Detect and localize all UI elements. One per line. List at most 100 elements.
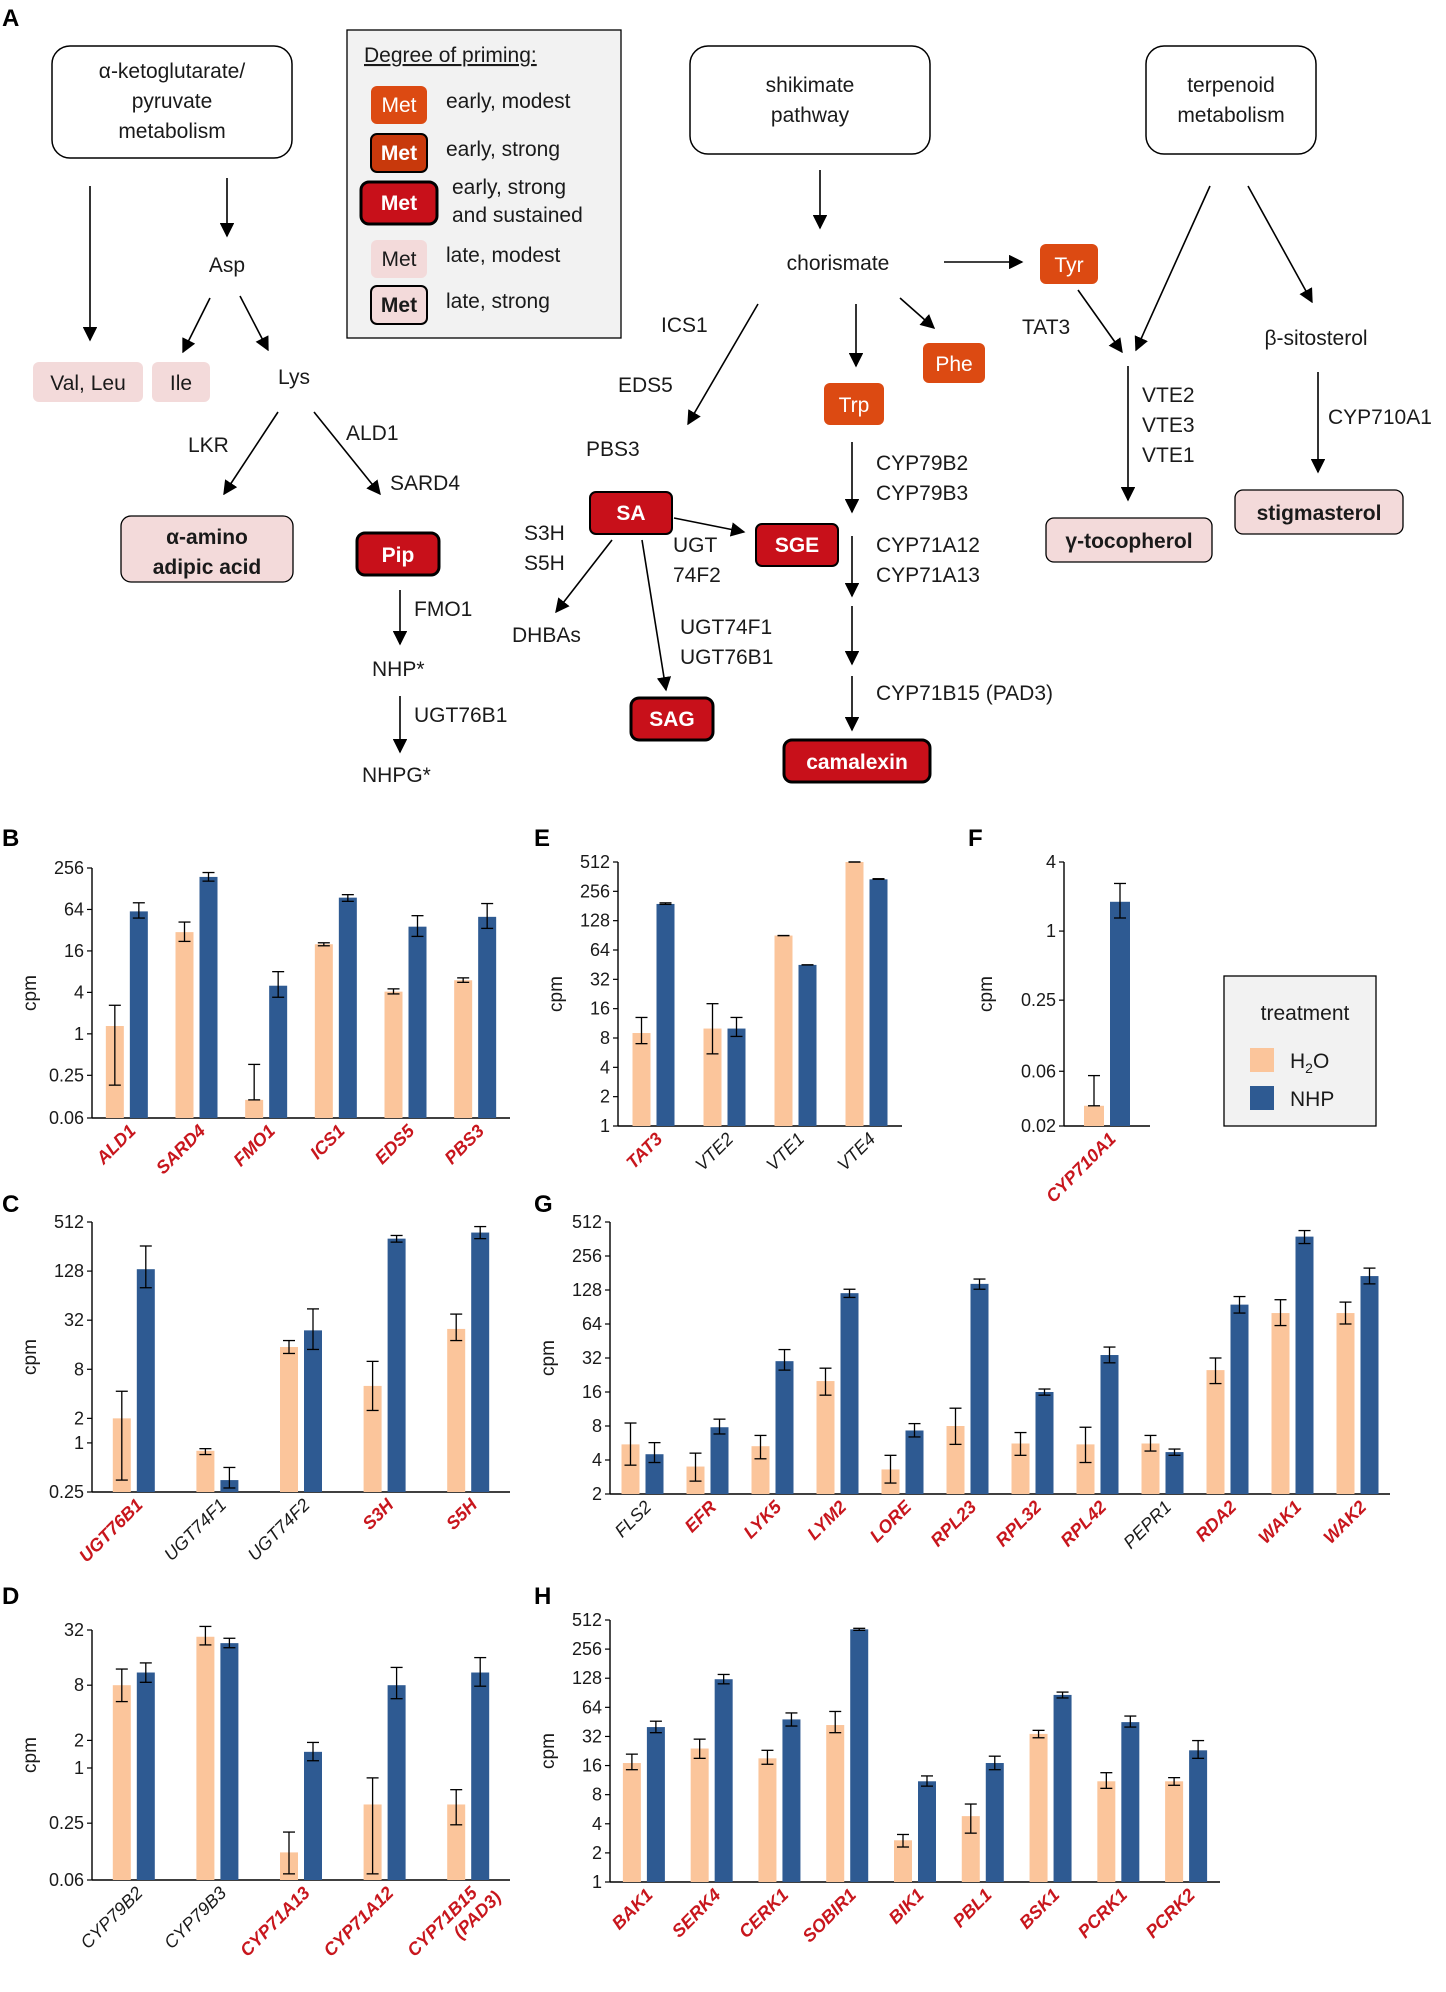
bar-nhp	[714, 1679, 733, 1882]
category-label: CERK1	[735, 1885, 792, 1942]
metabolite-box-tocopherol	[1045, 517, 1213, 563]
panel-letter-f: F	[968, 825, 983, 852]
y-tick-label: 2	[592, 1843, 602, 1863]
metabolite-sitosterol: β-sitosterol	[1264, 327, 1367, 350]
bar-nhp	[408, 926, 427, 1118]
y-tick-label: 4	[1046, 852, 1056, 872]
y-axis-label: cpm	[976, 976, 997, 1012]
bar-nhp	[1165, 1452, 1184, 1494]
bar-h2o	[112, 1685, 131, 1880]
enzyme-ald1: ALD1	[346, 422, 399, 445]
category-label: VTE4	[833, 1129, 879, 1175]
y-tick-label: 0.06	[1021, 1061, 1056, 1081]
bar-h2o	[632, 1033, 651, 1126]
category-label: LORE	[866, 1496, 916, 1546]
bar-h2o	[946, 1426, 965, 1494]
y-tick-label: 1	[74, 1433, 84, 1453]
bar-h2o	[826, 1725, 845, 1882]
enzyme-pbs3: PBS3	[586, 438, 640, 461]
category-label: CYP71A13	[236, 1883, 314, 1961]
y-tick-label: 1	[74, 1024, 84, 1044]
panel-letter-b: B	[2, 825, 19, 852]
category-label: PCRK1	[1074, 1885, 1131, 1942]
bar-h2o	[447, 1328, 466, 1492]
bar-nhp	[850, 1629, 869, 1882]
y-tick-label: 256	[580, 881, 610, 901]
lysine-pathway: Asp Val, Leu Ile Lys LKR ALD1 SARD4 α-am…	[33, 178, 507, 787]
panel-letter-h: H	[534, 1583, 551, 1610]
bar-nhp	[798, 964, 817, 1126]
bar-nhp	[1110, 901, 1130, 1126]
y-tick-label: 64	[582, 1314, 602, 1334]
metabolite-trp: Trp	[839, 394, 870, 417]
metabolite-sa: SA	[616, 502, 645, 525]
enzyme-ugt76b1-b: UGT76B1	[680, 646, 773, 669]
category-label: CYP71B15(PAD3)	[403, 1873, 505, 1975]
bar-h2o	[1271, 1313, 1290, 1494]
box-shikimate-line1: shikimate	[766, 74, 855, 97]
bar-nhp	[646, 1727, 665, 1882]
category-label: EDS5	[371, 1120, 419, 1168]
y-tick-label: 8	[74, 1359, 84, 1379]
bar-h2o	[175, 932, 194, 1118]
metabolite-pip: Pip	[382, 544, 415, 567]
metabolite-nhp: NHP*	[372, 658, 425, 681]
enzyme-ugt74f1: UGT74F1	[680, 616, 772, 639]
priming-badge-text: Met	[381, 142, 417, 165]
y-tick-label: 16	[582, 1382, 602, 1402]
priming-label-sustained-2: and sustained	[452, 204, 583, 227]
box-terpenoid-line1: terpenoid	[1187, 74, 1275, 97]
priming-badge-text: Met	[381, 294, 417, 317]
category-label: VTE2	[691, 1129, 737, 1175]
category-label: BSK1	[1015, 1885, 1063, 1933]
y-tick-label: 128	[572, 1668, 602, 1688]
bar-h2o	[454, 980, 473, 1118]
box-akg-line1: α-ketoglutarate/	[99, 60, 246, 83]
y-tick-label: 0.02	[1021, 1116, 1056, 1136]
metabolite-aaa-line1: α-amino	[166, 526, 248, 549]
y-tick-label: 32	[64, 1310, 84, 1330]
metabolite-stigmasterol: stigmasterol	[1257, 502, 1382, 525]
category-label: TAT3	[622, 1129, 666, 1173]
enzyme-cyp71b15: CYP71B15 (PAD3)	[876, 682, 1053, 705]
metabolite-box-stigmasterol	[1234, 489, 1404, 535]
bar-h2o	[1011, 1443, 1030, 1494]
panel-letter-e: E	[534, 825, 550, 852]
category-label: RDA2	[1192, 1497, 1241, 1546]
bar-h2o	[1029, 1733, 1048, 1882]
bar-nhp	[656, 903, 675, 1126]
metabolite-box-ile	[152, 362, 210, 402]
priming-badge-text: Met	[381, 248, 416, 271]
category-label: EFR	[681, 1497, 721, 1537]
category-label: PEPR1	[1119, 1497, 1175, 1553]
metabolite-box-sag	[629, 696, 715, 742]
y-axis-label: cpm	[538, 1733, 559, 1769]
bar-h2o	[845, 862, 864, 1126]
y-tick-label: 1	[1046, 921, 1056, 941]
bar-nhp	[338, 897, 357, 1118]
y-tick-label: 8	[600, 1028, 610, 1048]
y-axis-label: cpm	[20, 975, 41, 1011]
bar-nhp	[905, 1430, 924, 1494]
category-label: UGT76B1	[75, 1495, 146, 1566]
enzyme-fmo1: FMO1	[414, 598, 472, 621]
category-label: CYP79B3	[160, 1883, 230, 1953]
bar-nhp	[869, 879, 888, 1126]
bar-nhp	[727, 1028, 746, 1126]
priming-label-late-modest: late, modest	[446, 244, 561, 267]
y-tick-label: 8	[74, 1675, 84, 1695]
panel-letter-c: C	[2, 1191, 19, 1218]
metabolite-dhbas: DHBAs	[512, 624, 581, 647]
shikimate-branch: chorismate Tyr ICS1 EDS5 PBS3 Phe Trp CY…	[512, 170, 1098, 784]
category-label: ICS1	[306, 1121, 348, 1163]
priming-legend-title: Degree of priming:	[364, 44, 537, 67]
bar-h2o	[690, 1748, 709, 1882]
enzyme-tat3: TAT3	[1022, 316, 1070, 339]
bar-h2o	[1336, 1313, 1355, 1494]
panel-letter-d: D	[2, 1583, 19, 1610]
y-axis-label: cpm	[20, 1737, 41, 1773]
bar-nhp	[304, 1330, 322, 1492]
y-tick-label: 32	[590, 969, 610, 989]
priming-label-early-strong: early, strong	[446, 138, 560, 161]
